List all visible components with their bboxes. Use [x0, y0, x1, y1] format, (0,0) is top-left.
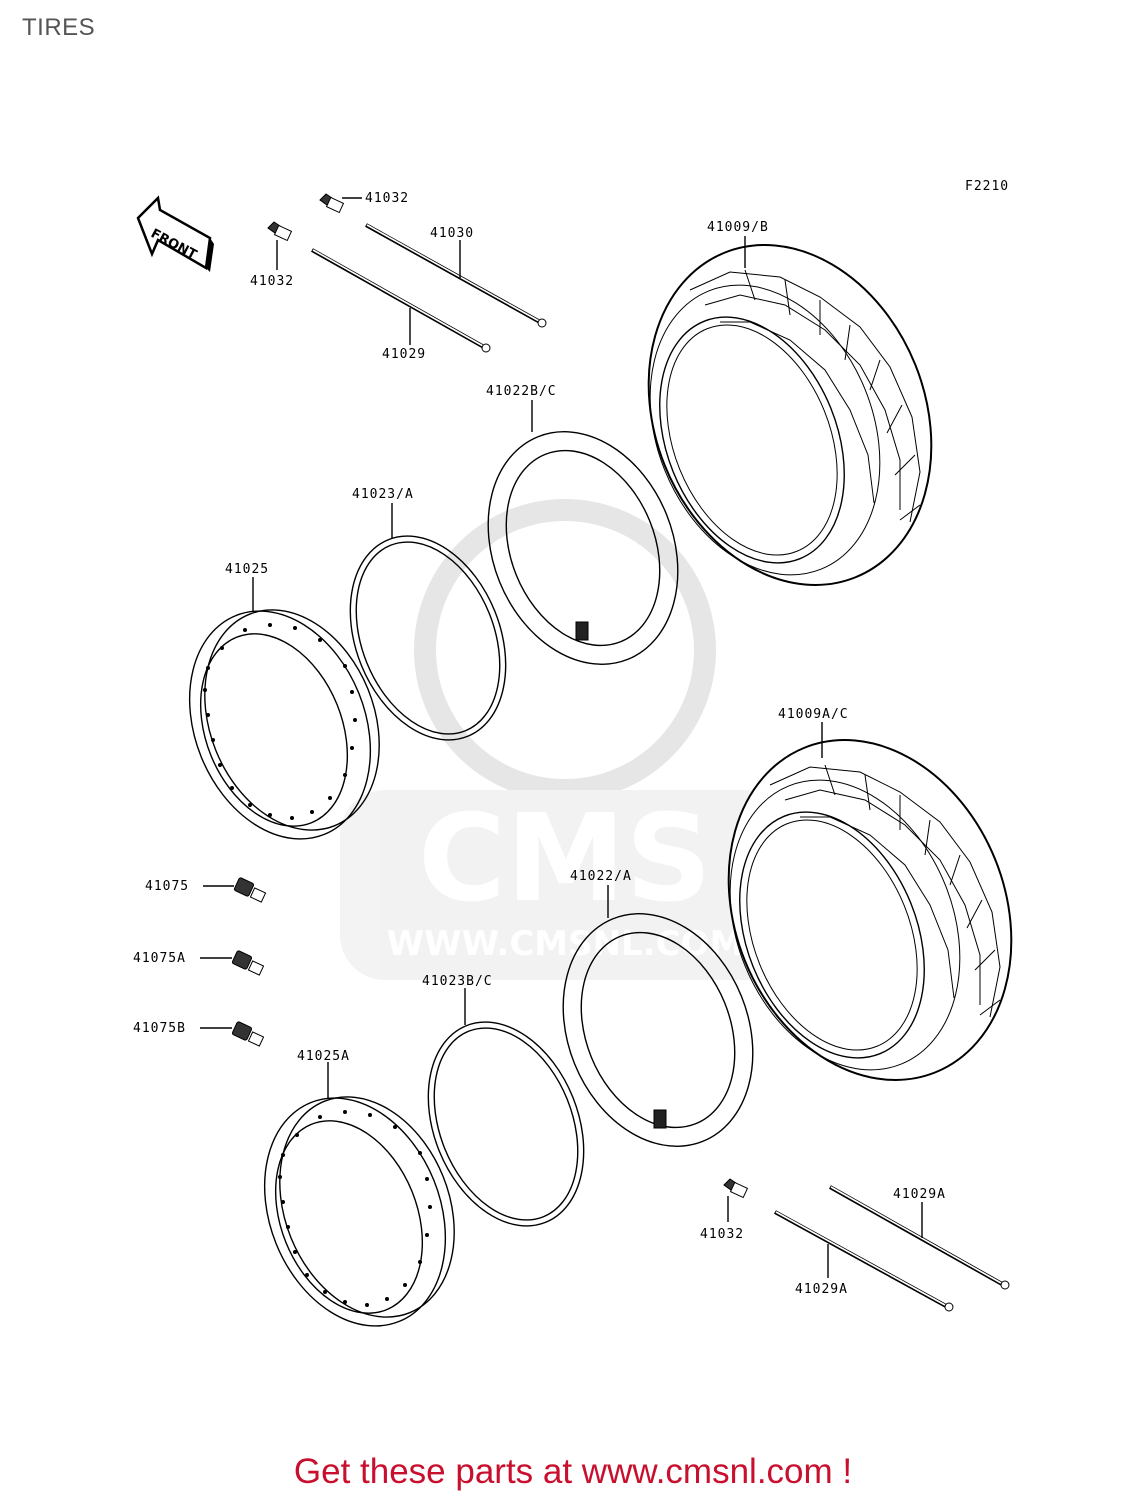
nipple-41075A — [200, 950, 265, 976]
tire-front — [727, 722, 1013, 1081]
spoke-41029 — [311, 248, 491, 353]
valve-cap-bottom — [723, 1178, 749, 1222]
tire-rear — [647, 236, 933, 586]
get-parts-link[interactable]: Get these parts at www.cmsnl.com ! — [293, 1452, 853, 1491]
nipple-41075 — [203, 877, 267, 903]
front-arrow-icon: FRONT — [136, 195, 214, 272]
label-41075: 41075 — [145, 879, 189, 894]
label-41029A-lower: 41029A — [795, 1282, 848, 1297]
label-41023B-C: 41023B/C — [422, 974, 493, 989]
label-41029A-upper: 41029A — [893, 1187, 946, 1202]
spoke-41030 — [365, 223, 547, 328]
figure-code: F2210 — [965, 179, 1009, 194]
label-41022-A: 41022/A — [570, 869, 632, 884]
label-41025: 41025 — [225, 562, 269, 577]
label-41025A: 41025A — [297, 1049, 350, 1064]
label-41032-top-right: 41032 — [365, 191, 409, 206]
label-41030: 41030 — [430, 226, 474, 241]
watermark: CMS WWW.CMSNL.COM — [340, 499, 790, 980]
valve-cap-top-left — [267, 221, 293, 270]
label-41009-B: 41009/B — [707, 220, 769, 235]
watermark-brand: CMS — [418, 790, 712, 929]
nipple-41075B — [200, 1021, 265, 1047]
watermark-url: WWW.CMSNL.COM — [387, 924, 744, 964]
spoke-41029A-upper — [829, 1185, 1010, 1290]
tube-front — [562, 885, 754, 1147]
page-title: TIRES — [22, 14, 96, 41]
label-41032-top-left: 41032 — [250, 274, 294, 289]
valve-cap-top-right — [319, 193, 362, 214]
rim-band-front — [427, 988, 585, 1227]
label-41022B-C: 41022B/C — [486, 384, 557, 399]
label-41075A: 41075A — [133, 951, 186, 966]
spoke-41029A-lower — [774, 1210, 954, 1312]
label-41032-bottom: 41032 — [700, 1227, 744, 1242]
label-41029: 41029 — [382, 347, 426, 362]
label-41009A-C: 41009A/C — [778, 707, 849, 722]
tube-rear — [487, 400, 679, 665]
label-41075B: 41075B — [133, 1021, 186, 1036]
rim-rear — [188, 577, 380, 840]
label-41023-A: 41023/A — [352, 487, 414, 502]
rim-front — [263, 1062, 455, 1327]
rim-band-rear — [349, 503, 507, 741]
parts-diagram: CMS WWW.CMSNL.COM F2210 FRONT 41032 4103… — [133, 179, 1013, 1327]
